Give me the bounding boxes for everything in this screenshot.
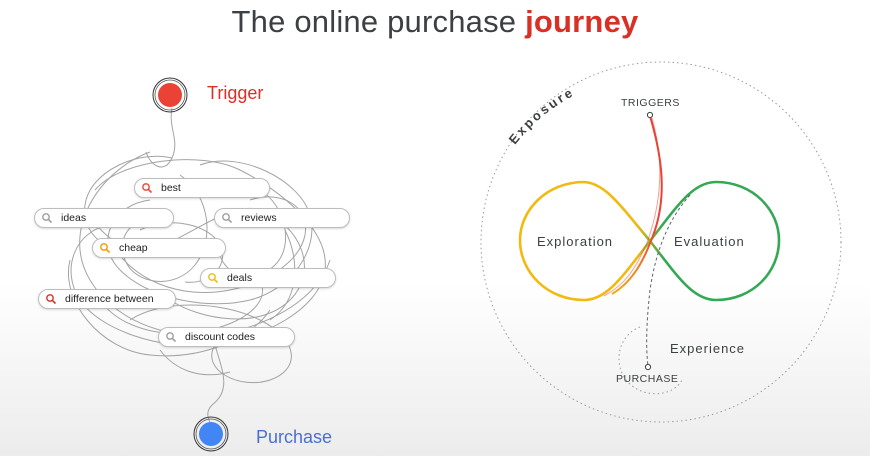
search-pill-deals: deals [200,268,336,288]
search-icon [141,182,153,194]
search-pill-best: best [134,178,270,198]
search-pill-cheap: cheap [92,238,226,258]
trigger-label: Trigger [207,83,264,103]
triggers-node [646,111,654,119]
purchase-path [646,194,691,367]
purchase-node [193,416,229,452]
trigger-path-secondary [603,117,661,297]
search-term: discount codes [185,331,256,343]
search-term: ideas [61,212,87,224]
search-pill-discount-codes: discount codes [158,327,295,347]
title-accent: journey [525,4,639,39]
purchase-label: Purchase [256,427,333,447]
search-pill-ideas: ideas [34,208,174,228]
evaluation-label: Evaluation [674,234,745,249]
page-title: The online purchase journey [0,4,870,40]
search-term: difference between [65,293,154,305]
search-pill-difference-between: difference between [38,289,176,309]
search-icon [41,212,53,224]
triggers-label: TRIGGERS [621,97,680,109]
search-icon [165,331,177,343]
trigger-node [152,77,188,113]
search-term: cheap [119,242,148,254]
search-term: best [161,182,181,194]
purchase-caption: PURCHASE [616,373,679,385]
search-icon [207,272,219,284]
search-term: reviews [241,212,277,224]
exposure-circle [480,61,842,423]
search-icon [45,293,57,305]
search-icon [99,242,111,254]
experience-label: Experience [670,341,746,356]
exploration-label: Exploration [537,234,614,249]
search-icon [221,212,233,224]
exposure-label: Exposure [506,84,577,147]
purchase-node [644,363,652,371]
search-term: deals [227,272,253,284]
search-pill-reviews: reviews [214,208,350,228]
title-prefix: The online purchase [231,4,517,39]
